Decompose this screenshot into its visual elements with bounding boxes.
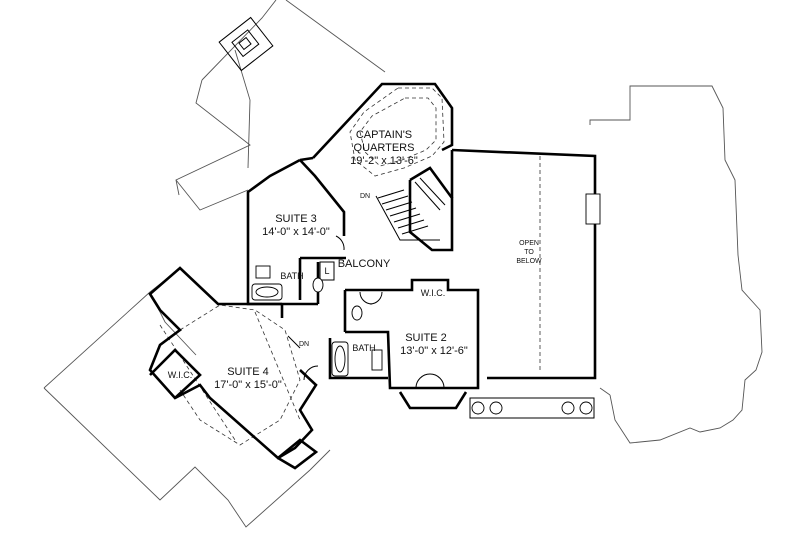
dn-stair-label: DN: [360, 193, 370, 200]
bath-lower-name: BATH: [352, 343, 375, 353]
wic-left-name: W.I.C.: [168, 370, 193, 380]
fixtures: [251, 177, 601, 470]
suite2-dims: 13'-0" x 12'-6": [400, 345, 468, 357]
open-below-line2: TO: [524, 249, 534, 256]
wic-right-name: W.I.C.: [421, 288, 446, 298]
balcony-name: BALCONY: [338, 258, 391, 270]
captain-name-line2: QUARTERS: [354, 142, 415, 154]
dn-suite4-label: DN: [299, 341, 309, 348]
suite3-dims: 14'-0" x 14'-0": [262, 226, 330, 238]
roof-outlines: [43, 0, 763, 528]
stair: [375, 177, 446, 241]
open-below-line3: BELOW: [516, 258, 542, 265]
captain-name-line1: CAPTAIN'S: [356, 129, 412, 141]
walls: [148, 82, 597, 460]
suite4-name: SUITE 4: [227, 366, 269, 378]
suite3-name: SUITE 3: [275, 213, 317, 225]
bath-upper-name: BATH: [280, 271, 303, 281]
suite2-name: SUITE 2: [405, 332, 447, 344]
linen-name: L: [324, 266, 329, 276]
captain-dims: 19'-2" x 13'-6": [350, 155, 418, 167]
suite4-dims: 17'-0" x 15'-0": [214, 379, 282, 391]
room-labels: CAPTAIN'S QUARTERS 19'-2" x 13'-6" SUITE…: [168, 129, 542, 391]
open-below-line1: OPEN: [519, 240, 539, 247]
